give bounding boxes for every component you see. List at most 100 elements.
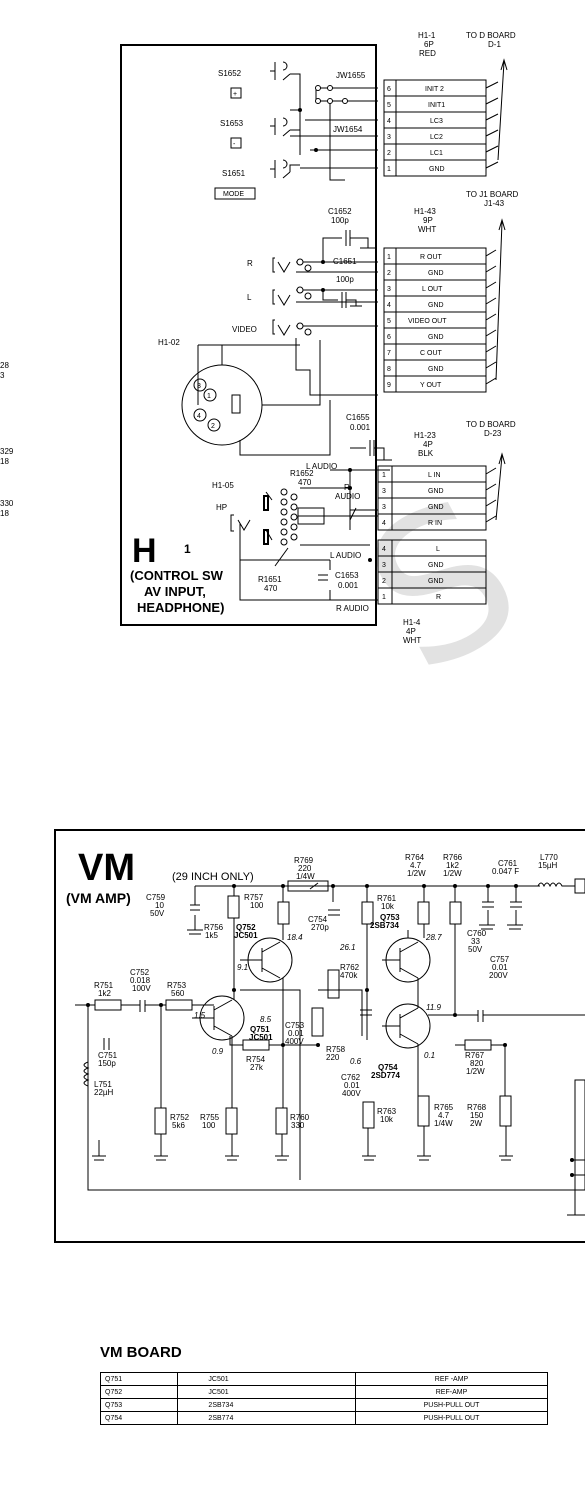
svg-text:GND: GND [428,334,444,341]
svg-text:2SD774: 2SD774 [371,1071,400,1080]
svg-text:7: 7 [387,350,391,357]
svg-text:LC3: LC3 [430,118,443,125]
h-board-subtitle-3: HEADPHONE) [137,600,224,615]
svg-text:C OUT: C OUT [420,350,443,357]
svg-text:Q752: Q752 [236,923,256,932]
svg-text:L751: L751 [94,1080,112,1089]
svg-text:R751: R751 [94,981,114,990]
din-connector: 1 3 4 2 [181,340,331,456]
svg-text:4P: 4P [423,440,433,449]
svg-text:18.4: 18.4 [287,933,303,942]
svg-text:4.7: 4.7 [410,861,422,870]
svg-text:C1655: C1655 [346,413,370,422]
svg-text:100: 100 [202,1121,216,1130]
vm-board-frame [54,829,585,1243]
svg-text:27k: 27k [250,1063,264,1072]
h-board-number: 1 [184,542,191,556]
svg-text:GND: GND [428,488,444,495]
svg-text:L IN: L IN [428,472,441,479]
svg-text:1/2W: 1/2W [407,869,426,878]
svg-text:1/4W: 1/4W [296,872,315,881]
svg-text:470: 470 [264,584,278,593]
svg-text:150: 150 [470,1111,484,1120]
svg-text:C754: C754 [308,915,328,924]
svg-text:400V: 400V [285,1037,304,1046]
svg-text:11.9: 11.9 [426,1003,442,1012]
svg-text:22µH: 22µH [94,1088,114,1097]
svg-text:R765: R765 [434,1103,454,1112]
svg-text:4: 4 [387,118,391,125]
svg-text:R763: R763 [377,1107,397,1116]
svg-text:150p: 150p [98,1059,116,1068]
svg-text:S1651: S1651 [222,169,246,178]
table-cell: JC501 [177,1372,357,1386]
edge-fragment: 18 [0,457,9,466]
svg-text:C752: C752 [130,968,150,977]
vm-board-table-title: VM BOARD [100,1344,182,1361]
svg-text:470k: 470k [340,971,358,980]
jack-label-hp: HP [216,503,227,512]
svg-text:4.7: 4.7 [438,1111,450,1120]
svg-text:Y OUT: Y OUT [420,382,442,389]
h-board-title: H [132,532,157,570]
svg-text:0.001: 0.001 [350,423,371,432]
net-r-audio: R AUDIO [336,604,369,613]
svg-text:R764: R764 [405,853,425,862]
vm-voltages: 18.4 26.1 28.7 9.1 8.5 11.9 1.5 0.9 0.6 … [194,933,442,1066]
table-row: Q754 2SB774 PUSH-PULL OUT [99,1411,548,1425]
svg-text:L770: L770 [540,853,558,862]
svg-text:RED: RED [419,49,436,58]
svg-text:R758: R758 [326,1045,346,1054]
jack-ref-h1-02: H1-02 [158,338,180,347]
h-board: S1652 + S1653 - S1651 MODE JW1655 JW1 [120,31,519,645]
svg-text:0.01: 0.01 [492,963,508,972]
svg-text:R IN: R IN [428,520,442,527]
vm-board-parts-table: Q751 JC501 REF -AMP Q752 JC501 REF-AMP Q… [99,1372,548,1425]
svg-text:C1651: C1651 [333,257,357,266]
svg-text:GND: GND [428,366,444,373]
svg-text:BLK: BLK [418,449,434,458]
svg-text:R: R [436,594,441,601]
svg-text:0.001: 0.001 [338,581,359,590]
svg-text:8: 8 [387,366,391,373]
table-cell: Q751 [99,1372,179,1386]
svg-text:0.01: 0.01 [288,1029,304,1038]
svg-text:R OUT: R OUT [420,254,443,261]
svg-text:3: 3 [387,286,391,293]
svg-text:220: 220 [326,1053,340,1062]
svg-text:200V: 200V [489,971,508,980]
jack-label-r: R [247,259,253,268]
svg-text:9: 9 [387,382,391,389]
svg-text:R767: R767 [465,1051,485,1060]
svg-text:R762: R762 [340,963,360,972]
svg-text:2: 2 [211,423,215,430]
svg-text:2: 2 [387,270,391,277]
svg-text:J1-43: J1-43 [484,199,505,208]
svg-text:0.1: 0.1 [424,1051,435,1060]
edge-fragment: 28 [0,361,9,370]
svg-text:28.7: 28.7 [425,933,442,942]
svg-text:270p: 270p [311,923,329,932]
svg-text:2SB734: 2SB734 [370,921,399,930]
svg-text:Q751: Q751 [250,1025,270,1034]
svg-text:33: 33 [471,937,480,946]
svg-text:H1-43: H1-43 [414,207,436,216]
table-cell: PUSH-PULL OUT [355,1411,548,1425]
svg-text:C753: C753 [285,1021,305,1030]
svg-text:-: - [233,141,236,148]
jack-label-video: VIDEO [232,325,257,334]
svg-text:100p: 100p [336,275,354,284]
svg-text:L OUT: L OUT [422,286,443,293]
svg-text:100V: 100V [132,984,151,993]
vm-board: VM (VM AMP) (29 INCH ONLY) [54,829,585,1243]
svg-text:5: 5 [387,318,391,325]
net-audio: AUDIO [335,492,360,501]
table-cell: Q753 [99,1398,179,1412]
switch-s1652: S1652 + [218,61,291,99]
svg-text:10: 10 [155,901,164,910]
svg-text:26.1: 26.1 [339,943,356,952]
svg-text:0.01: 0.01 [344,1081,360,1090]
cap-c1653: C1653 0.001 [318,571,359,590]
svg-text:10k: 10k [380,1115,394,1124]
